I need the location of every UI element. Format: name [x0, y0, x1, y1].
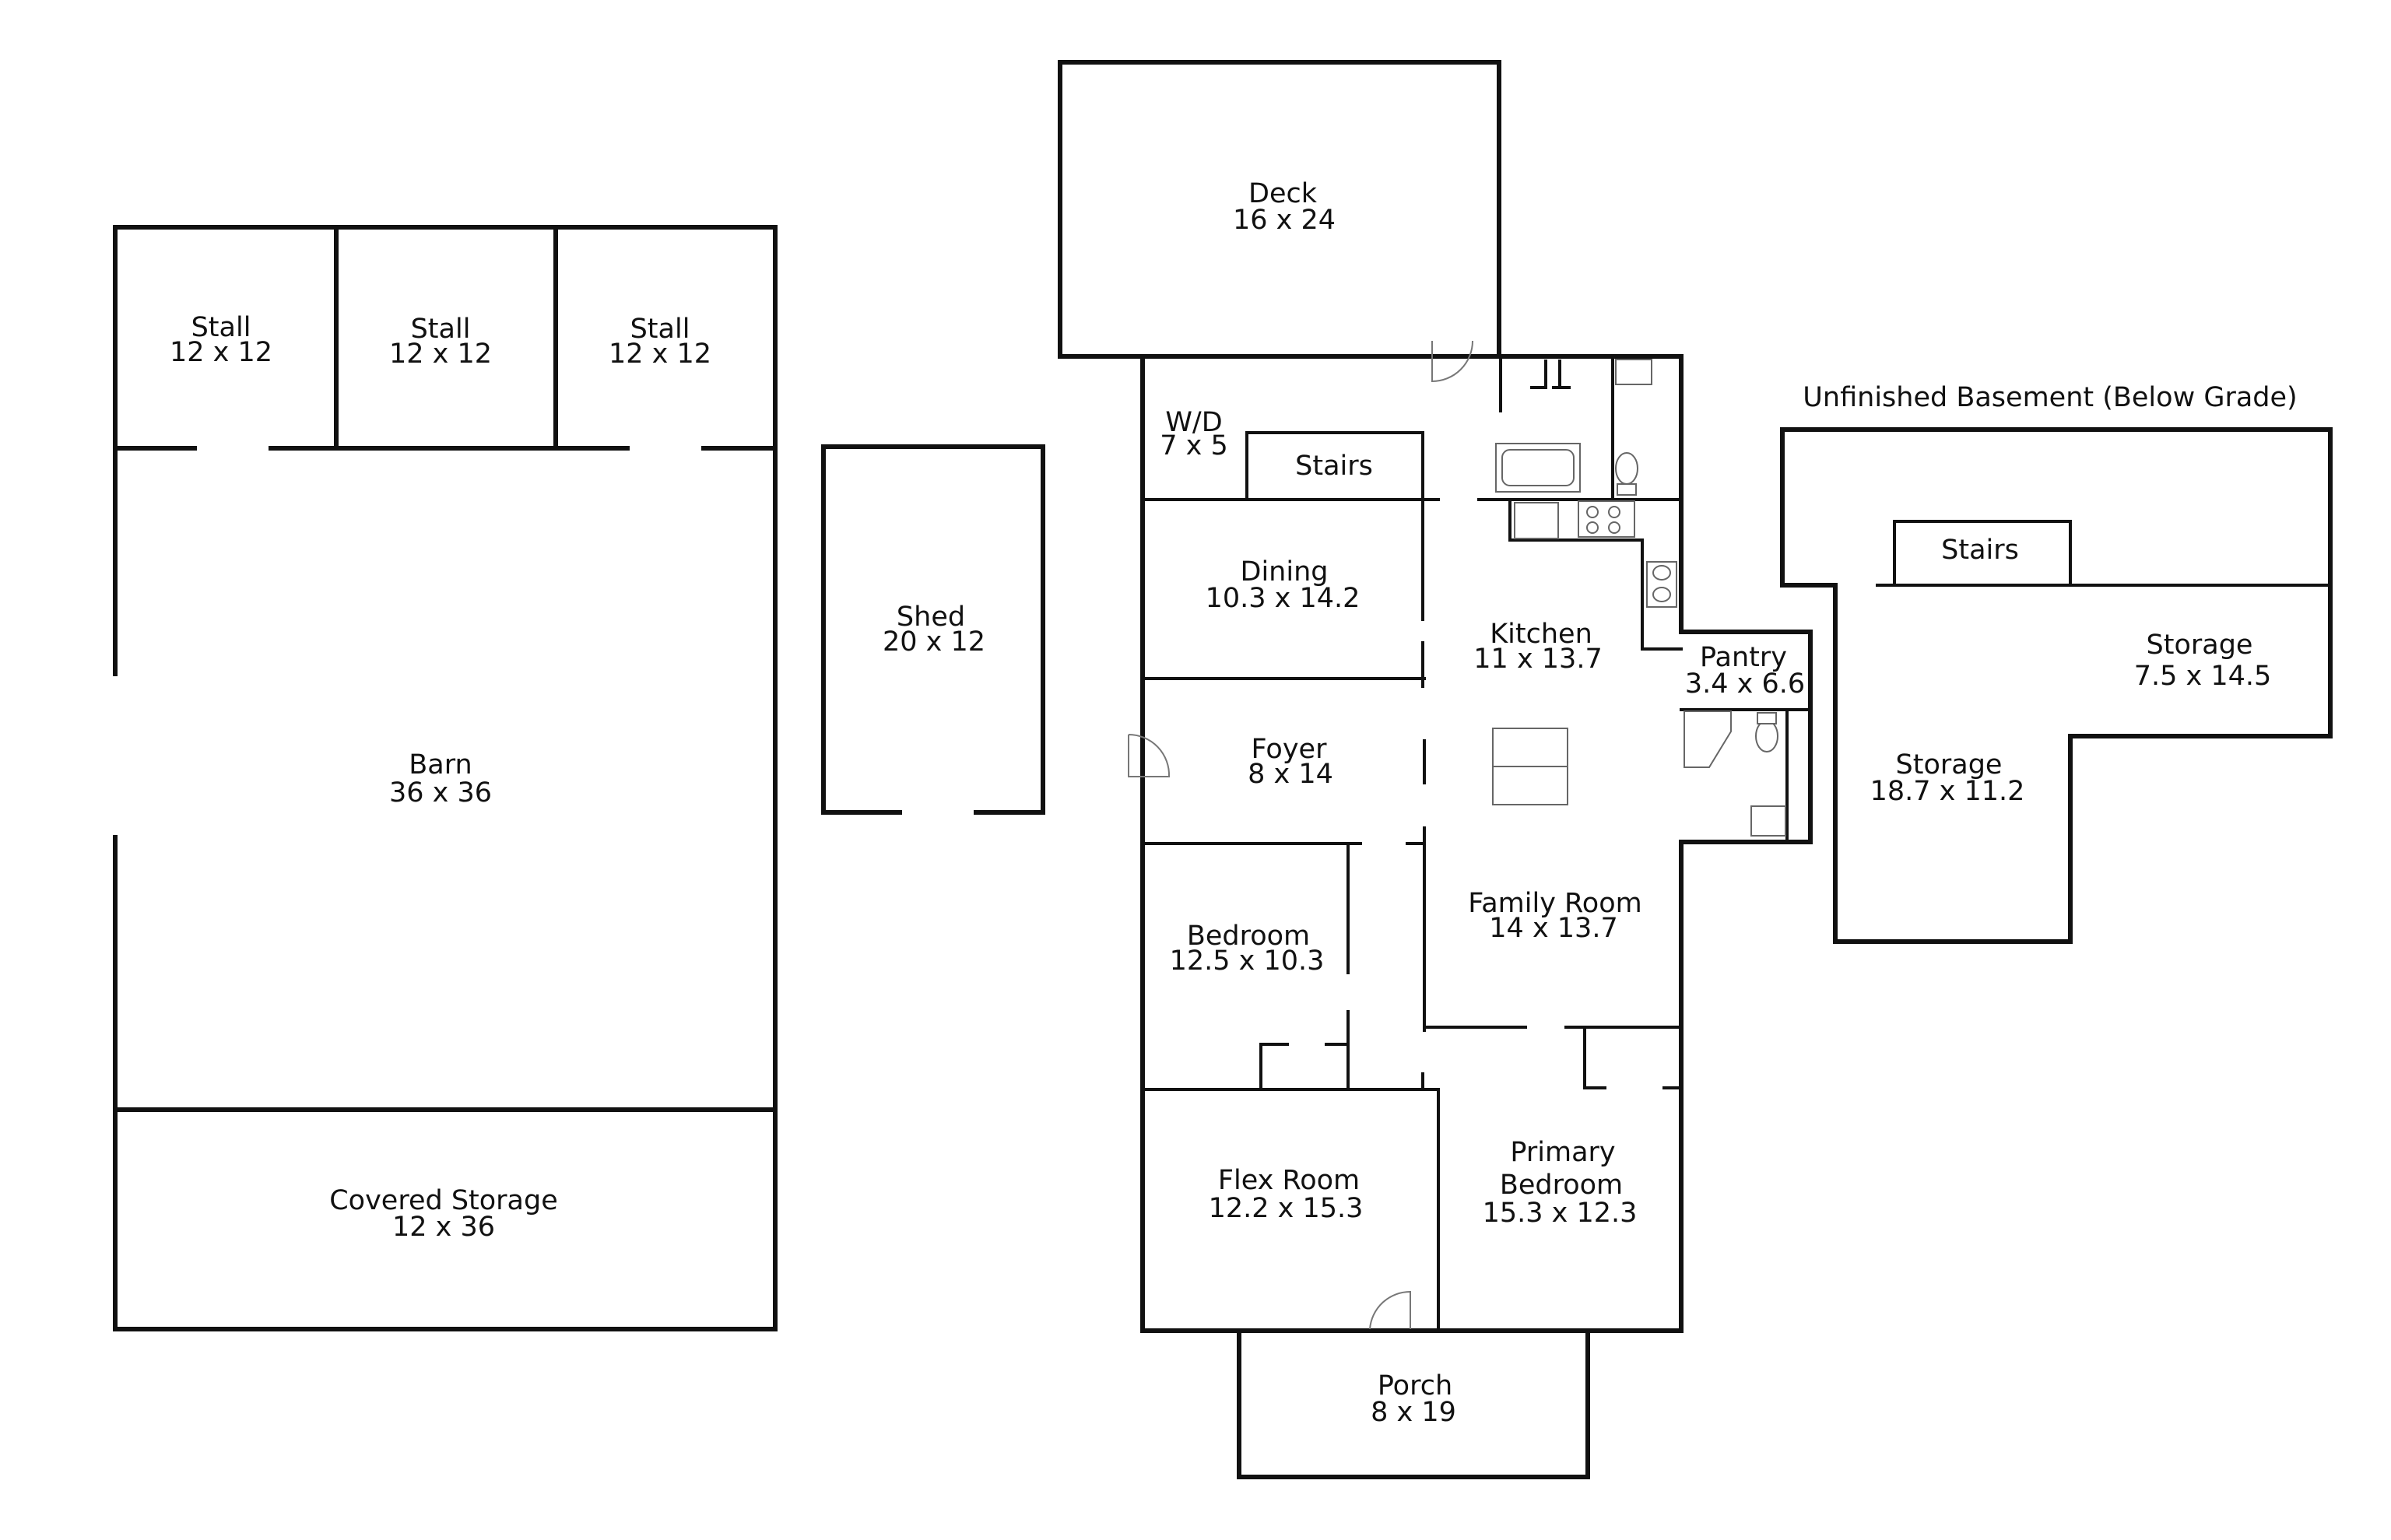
stairs-basement-label: Stairs — [1941, 535, 2019, 566]
stairs-main-label: Stairs — [1295, 451, 1373, 482]
storage-small-name: Storage — [2147, 630, 2253, 661]
foyer-entry-door[interactable] — [1128, 734, 1171, 777]
pantry-name: Pantry — [1700, 642, 1787, 673]
porch-name: Porch — [1378, 1370, 1452, 1401]
barn-size: 36 x 36 — [389, 777, 492, 809]
deck-size: 16 x 24 — [1233, 205, 1336, 236]
stove-icon — [1578, 500, 1635, 538]
deck-outline — [1058, 60, 1501, 359]
sink-icon-2 — [1750, 805, 1786, 837]
dining-size: 10.3 x 14.2 — [1206, 583, 1361, 614]
refrigerator-icon — [1514, 502, 1559, 539]
stall-1-size: 12 x 12 — [170, 337, 272, 368]
wd-name: W/D — [1165, 407, 1222, 438]
stall-2-name: Stall — [411, 314, 471, 345]
porch-door[interactable] — [1369, 1290, 1411, 1330]
flex-room-name: Flex Room — [1218, 1165, 1360, 1196]
stall-3-size: 12 x 12 — [609, 339, 711, 370]
porch-size: 8 x 19 — [1371, 1397, 1456, 1428]
storage-large-name: Storage — [1896, 749, 2003, 781]
storage-large-size: 18.7 x 11.2 — [1870, 776, 2025, 807]
basement-title: Unfinished Basement (Below Grade) — [1803, 382, 2297, 413]
basement-floor — [1780, 427, 2333, 944]
primary-bedroom-name-2: Bedroom — [1500, 1170, 1623, 1201]
shower-icon — [1684, 710, 1732, 768]
family-room-size: 14 x 13.7 — [1489, 913, 1617, 944]
shed-size: 20 x 12 — [883, 626, 985, 658]
foyer-size: 8 x 14 — [1248, 759, 1333, 790]
shed-building — [821, 444, 1045, 815]
toilet-icon — [1615, 452, 1638, 485]
deck-door[interactable] — [1431, 340, 1473, 383]
covered-storage-size: 12 x 36 — [392, 1212, 495, 1243]
wd-size: 7 x 5 — [1160, 430, 1228, 461]
room-labels: Stall 12 x 12 Stall 12 x 12 Stall 12 x 1… — [170, 178, 2298, 1428]
foyer-name: Foyer — [1252, 734, 1328, 765]
primary-bedroom-size: 15.3 x 12.3 — [1483, 1198, 1638, 1229]
shed-name: Shed — [897, 602, 965, 633]
dining-name: Dining — [1241, 556, 1329, 588]
sink-icon — [1615, 359, 1652, 385]
covered-storage-name: Covered Storage — [329, 1185, 558, 1216]
bedroom-name: Bedroom — [1187, 921, 1310, 952]
barn-building — [113, 225, 778, 1331]
barn-name: Barn — [409, 749, 472, 781]
primary-bedroom-name-1: Primary — [1510, 1137, 1615, 1168]
house-main-floor — [1058, 60, 1813, 1479]
storage-small-size: 7.5 x 14.5 — [2134, 661, 2272, 692]
pantry-size: 3.4 x 6.6 — [1685, 668, 1805, 700]
stall-1-name: Stall — [191, 312, 251, 343]
family-room-name: Family Room — [1468, 888, 1641, 919]
stall-3-name: Stall — [630, 314, 690, 345]
kitchen-name: Kitchen — [1490, 619, 1592, 650]
stall-2-size: 12 x 12 — [389, 339, 492, 370]
kitchen-size: 11 x 13.7 — [1473, 644, 1602, 675]
deck-name: Deck — [1248, 178, 1318, 209]
toilet-icon-2 — [1755, 720, 1778, 752]
porch-outline — [1237, 1328, 1590, 1479]
bedroom-size: 12.5 x 10.3 — [1170, 945, 1325, 977]
flex-room-size: 12.2 x 15.3 — [1209, 1193, 1364, 1224]
